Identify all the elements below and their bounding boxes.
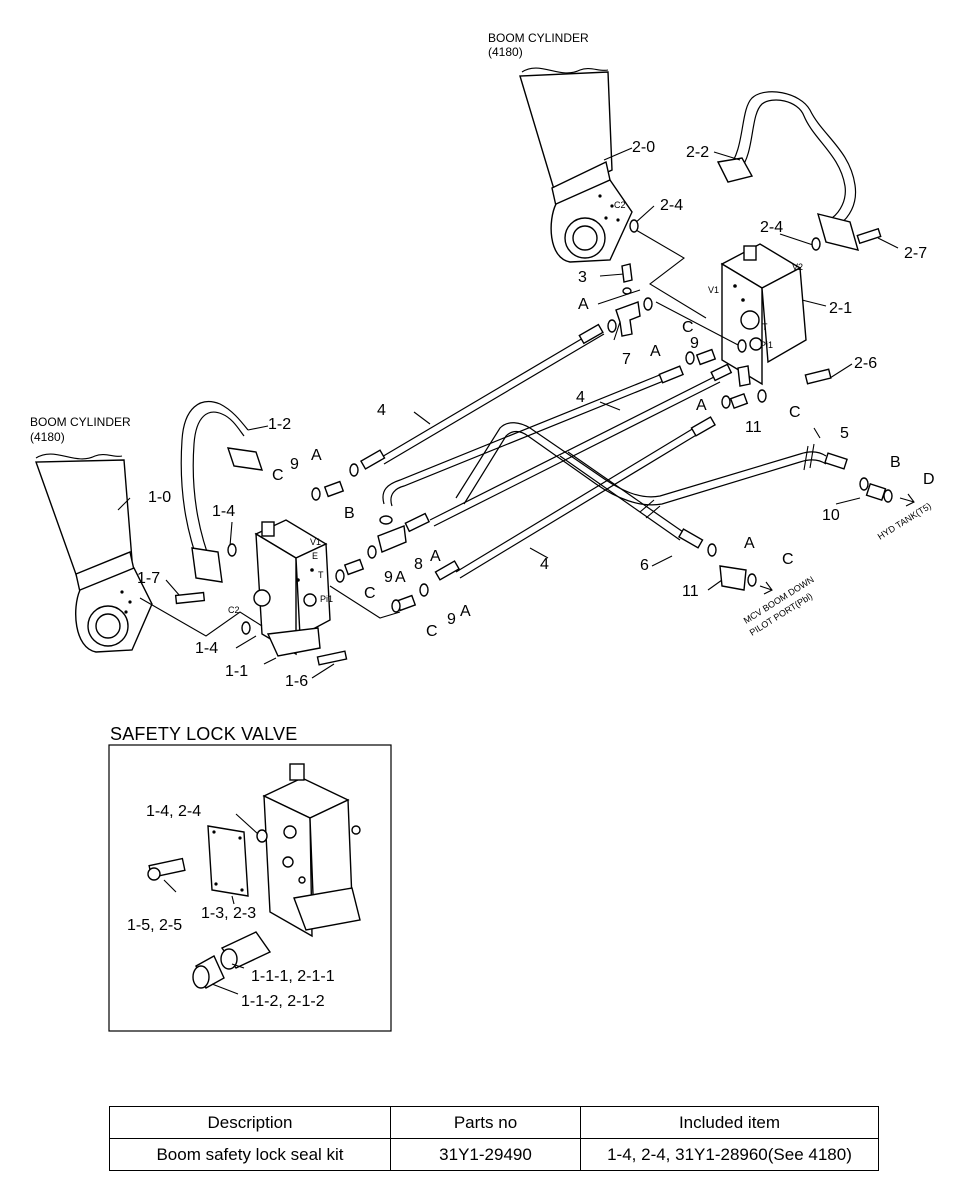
conn-c1: C — [682, 319, 694, 336]
callout-1-7: 1-7 — [137, 570, 160, 587]
col-description: Description — [109, 1106, 391, 1139]
conn-c3: C — [272, 467, 284, 484]
callout-7: 7 — [622, 351, 631, 368]
inset-title: SAFETY LOCK VALVE — [110, 724, 298, 744]
fittings — [174, 219, 915, 666]
conn-a4: A — [311, 447, 322, 464]
port-v1-top: V1 — [708, 285, 719, 295]
col-parts-no: Parts no — [390, 1106, 581, 1139]
conn-a1: A — [578, 296, 589, 313]
callout-1-6: 1-6 — [285, 673, 308, 690]
callouts: 2-0 2-2 2-4 2-4 2-7 2-1 2-6 3 7 9 4 4 4 … — [137, 139, 927, 690]
callout-4b: 4 — [377, 402, 386, 419]
callout-10: 10 — [822, 507, 840, 524]
callout-9d: 9 — [447, 611, 456, 628]
callout-4a: 4 — [576, 389, 585, 406]
callout-1-2: 1-2 — [268, 416, 291, 433]
valve-block-2-1: V1 V2 T Pi1 — [708, 243, 807, 386]
port-v1-left: V1 — [310, 537, 321, 547]
callout-11b: 11 — [682, 583, 699, 600]
port-pi1-top: Pi1 — [760, 340, 773, 350]
callout-2-6: 2-6 — [854, 355, 877, 372]
conn-a8: A — [744, 535, 755, 552]
conn-d1: D — [923, 471, 935, 488]
callout-2-2: 2-2 — [686, 144, 709, 161]
callout-2-0: 2-0 — [632, 139, 655, 156]
inset-label-bolt: 1-5, 2-5 — [127, 917, 182, 934]
port-t-top: T — [762, 322, 768, 332]
top-cylinder-title: BOOM CYLINDER — [488, 31, 589, 45]
callout-3: 3 — [578, 269, 587, 286]
inset-label-cap: 1-1-2, 2-1-2 — [241, 993, 325, 1010]
left-cylinder-ref: (4180) — [30, 430, 65, 444]
conn-c6: C — [782, 551, 794, 568]
callout-9b: 9 — [290, 456, 299, 473]
conn-c5: C — [426, 623, 438, 640]
callout-2-4b: 2-4 — [760, 219, 783, 236]
hydraulic-diagram: C2 BOOM CYLINDER (4180) V1 V2 T Pi1 BOOM… — [30, 31, 935, 1032]
top-boom-cylinder: C2 — [519, 67, 633, 263]
port-pi1-left: Pi1 — [320, 594, 333, 604]
port-e-left: E — [312, 551, 318, 561]
callout-9c: 9 — [384, 569, 393, 586]
inset-label-seal: 1-4, 2-4 — [146, 803, 201, 820]
conn-a7: A — [460, 603, 471, 620]
callout-9a: 9 — [690, 335, 699, 352]
cell-included-item: 1-4, 2-4, 31Y1-28960(See 4180) — [580, 1138, 879, 1171]
port-v2-top: V2 — [792, 262, 803, 272]
callout-5: 5 — [840, 425, 849, 442]
callout-11a: 11 — [745, 419, 762, 436]
callout-4c: 4 — [540, 556, 549, 573]
table-header-row: Description Parts no Included item — [109, 1106, 879, 1139]
callout-2-7: 2-7 — [904, 245, 927, 262]
pipe-2-2 — [716, 91, 860, 251]
valve-block-1-1: V1 E T Pi1 C2 — [228, 519, 333, 657]
left-cylinder-title: BOOM CYLINDER — [30, 415, 131, 429]
callout-1-1: 1-1 — [225, 663, 248, 680]
callout-1-4b: 1-4 — [195, 640, 218, 657]
inset-valve — [147, 763, 361, 989]
port-c2-top: C2 — [614, 200, 626, 210]
col-included-item: Included item — [580, 1106, 879, 1139]
connection-letters: A A A A A A A A B B C C C C C C D — [272, 296, 935, 640]
parts-table: Description Parts no Included item Boom … — [109, 1106, 879, 1171]
cell-description: Boom safety lock seal kit — [109, 1138, 391, 1171]
conn-a5: A — [430, 548, 441, 565]
leader-lines — [117, 147, 899, 679]
note-hyd-tank: HYD TANK(T5) — [876, 501, 933, 542]
callout-2-1: 2-1 — [829, 300, 852, 317]
callout-1-0: 1-0 — [148, 489, 171, 506]
left-boom-cylinder — [35, 453, 153, 653]
top-cylinder-ref: (4180) — [488, 45, 523, 59]
inset-leaders — [163, 813, 259, 995]
inset-label-cartridge: 1-1-1, 2-1-1 — [251, 968, 335, 985]
conn-b2: B — [344, 505, 355, 522]
conn-a3: A — [696, 397, 707, 414]
callout-8: 8 — [414, 556, 423, 573]
callout-2-4: 2-4 — [660, 197, 683, 214]
conn-a6: A — [395, 569, 406, 586]
port-c2-left: C2 — [228, 605, 240, 615]
callout-6: 6 — [640, 557, 649, 574]
table-row: Boom safety lock seal kit 31Y1-29490 1-4… — [109, 1138, 879, 1171]
pipe-1-2 — [180, 401, 264, 583]
cell-parts-no: 31Y1-29490 — [390, 1138, 581, 1171]
callout-1-4: 1-4 — [212, 503, 235, 520]
hoses — [360, 323, 848, 581]
conn-c4: C — [364, 585, 376, 602]
conn-c2: C — [789, 404, 801, 421]
conn-b1: B — [890, 454, 901, 471]
inset-label-plate: 1-3, 2-3 — [201, 905, 256, 922]
conn-a2: A — [650, 343, 661, 360]
port-t-left: T — [318, 570, 324, 580]
